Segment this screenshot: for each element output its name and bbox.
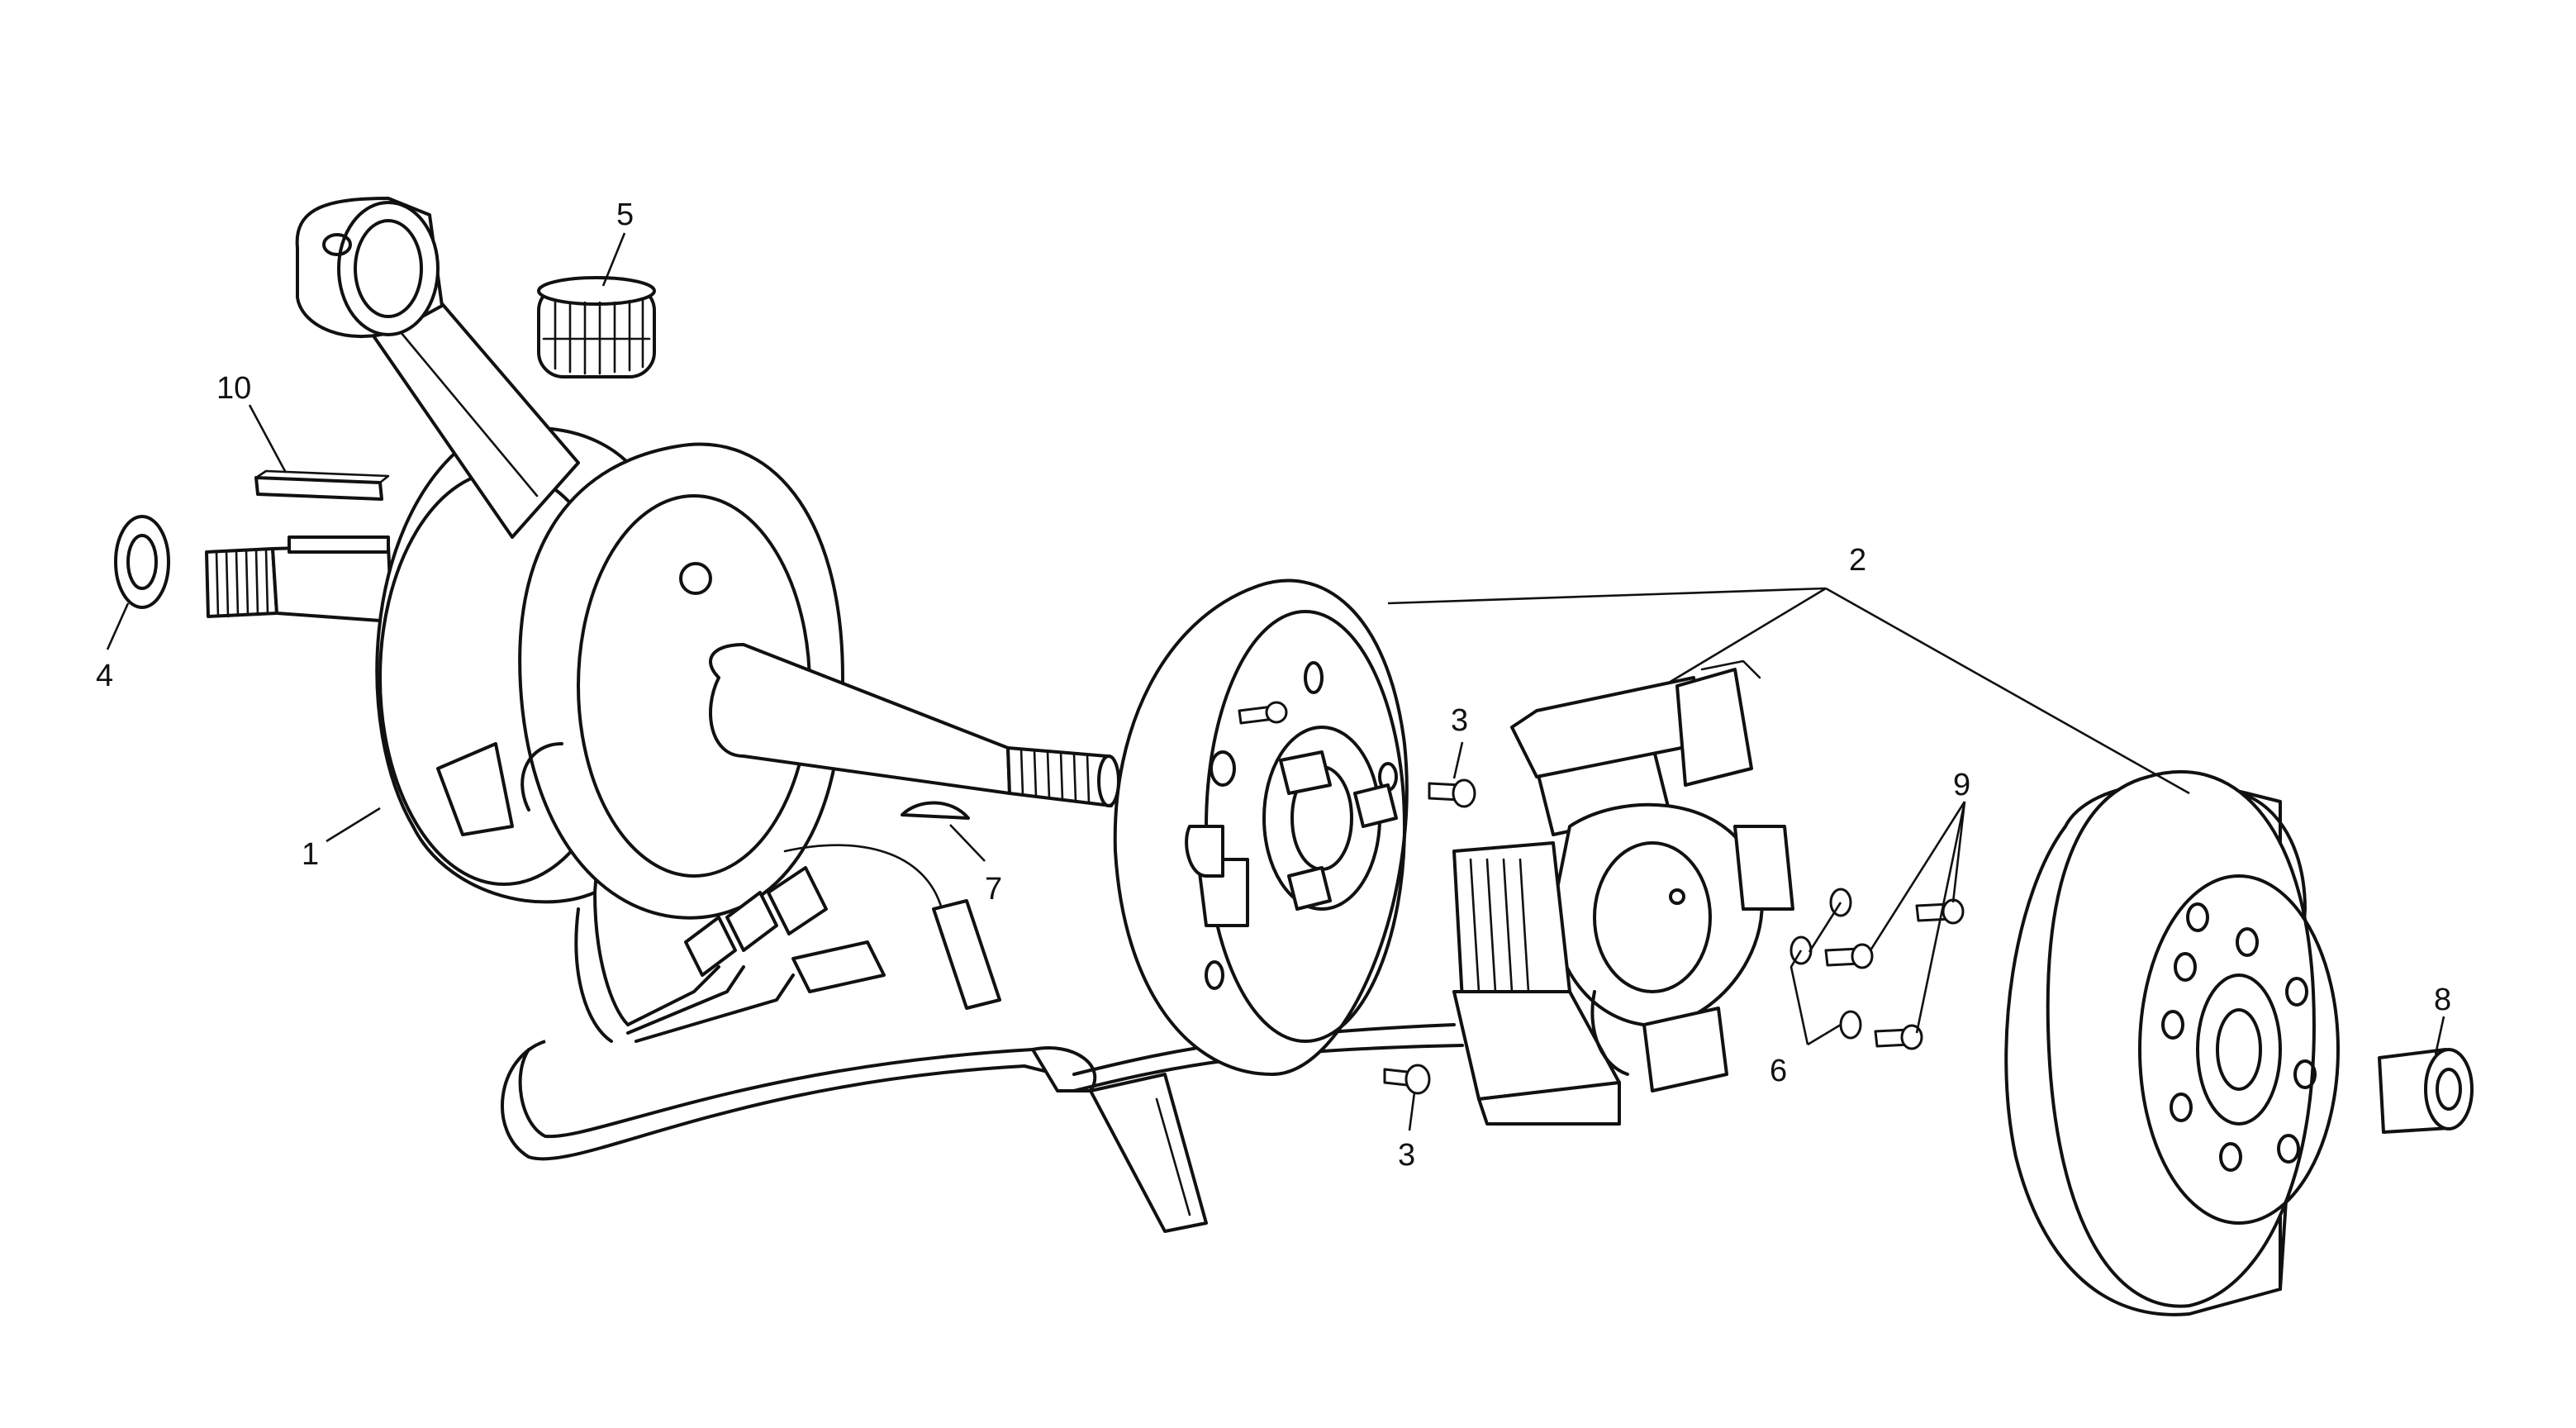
callout-6: 6 xyxy=(1770,1054,1787,1088)
callout-labels: 1 2 3 3 4 5 6 7 8 9 10 xyxy=(96,198,2451,1173)
stator-core xyxy=(1552,802,1764,1027)
callout-3-lower: 3 xyxy=(1398,1138,1415,1173)
crankshaft-front-shaft xyxy=(709,643,1120,807)
callout-1: 1 xyxy=(302,837,319,872)
screw-part-3-upper xyxy=(1428,778,1476,808)
callout-9: 9 xyxy=(1953,768,1970,802)
flywheel-rotor xyxy=(2004,769,2340,1316)
leader-lines xyxy=(106,232,2445,1131)
washer-part-4 xyxy=(114,515,170,609)
callout-10: 10 xyxy=(216,371,251,406)
crankshaft-assembly xyxy=(205,197,1120,920)
callout-7: 7 xyxy=(985,872,1002,907)
stator-base-plate xyxy=(1113,578,1409,1076)
crankshaft-rear-thread xyxy=(205,536,393,623)
screw-part-9-c xyxy=(1874,1024,1923,1050)
woodruff-key-part-7 xyxy=(901,801,970,820)
connecting-rod xyxy=(295,197,580,539)
callout-3-upper: 3 xyxy=(1451,703,1468,738)
wiring-harness xyxy=(501,844,1464,1233)
washer-part-6-c xyxy=(1839,1010,1862,1040)
nut-part-8 xyxy=(2378,1048,2474,1134)
key-part-10 xyxy=(254,469,390,501)
screw-part-3-lower xyxy=(1383,1064,1431,1095)
callout-5: 5 xyxy=(616,198,634,232)
needle-bearing-part-5 xyxy=(537,276,656,378)
callout-4: 4 xyxy=(96,659,113,693)
stator-coils xyxy=(1452,659,1794,1126)
callout-2: 2 xyxy=(1849,543,1866,578)
callout-8: 8 xyxy=(2434,983,2451,1017)
screw-part-9-a xyxy=(1824,943,1874,969)
